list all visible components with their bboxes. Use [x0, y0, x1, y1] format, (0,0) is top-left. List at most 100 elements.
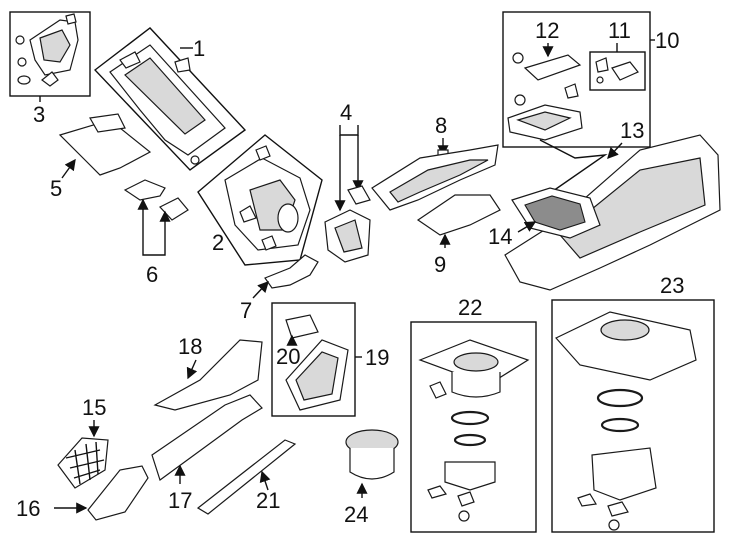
- callout-3: 3: [33, 102, 45, 127]
- leader-13: [607, 142, 623, 160]
- part-2-clip-a: [239, 205, 257, 223]
- part-6-clip-b: [159, 197, 189, 221]
- part-21-strip: [196, 439, 297, 515]
- part-3-clip: [17, 57, 27, 67]
- part-23-clip: [607, 501, 629, 517]
- callout-14: 14: [488, 224, 512, 249]
- part-13-strip: [539, 139, 608, 201]
- part-23-insert: [591, 447, 657, 501]
- callout-9: 9: [434, 252, 446, 277]
- part-22-bolt: [427, 485, 448, 499]
- callout-18: 18: [178, 334, 202, 359]
- part-5-bracket-arm: [89, 113, 126, 133]
- part-19-bin-inner: [295, 351, 339, 401]
- part-3-brace: [39, 29, 71, 63]
- callout-13: 13: [620, 118, 644, 143]
- part-19-frame: [271, 302, 356, 417]
- part-11-screw: [596, 76, 604, 84]
- part-1-tab: [119, 51, 141, 69]
- part-18-trim: [153, 339, 263, 411]
- part-22-bezel-hole: [453, 352, 499, 372]
- callout-21: 21: [256, 488, 280, 513]
- part-2-clip-c: [255, 145, 271, 161]
- part-11-clip: [595, 57, 609, 73]
- callout-17: 17: [168, 488, 192, 513]
- part-1-tab-b: [174, 57, 191, 73]
- leader-14: [517, 221, 537, 233]
- callout-19: 19: [365, 345, 389, 370]
- callout-4: 4: [340, 100, 352, 125]
- callout-23: 23: [660, 273, 684, 298]
- part-23-screw: [608, 519, 620, 531]
- callout-20: 20: [276, 344, 300, 369]
- leader-18: [186, 359, 198, 380]
- callout-12: 12: [535, 18, 559, 43]
- part-3-group: [9, 11, 91, 97]
- part-1-frame: [93, 27, 247, 171]
- part-1-rib: [124, 57, 206, 135]
- part-3-fastener: [17, 75, 31, 85]
- callout-7: 7: [240, 298, 252, 323]
- leader-4: [339, 125, 359, 136]
- part-12-screw-b: [514, 94, 526, 106]
- part-3-clip-c: [65, 13, 77, 25]
- part-23-bolt: [577, 493, 597, 507]
- part-1-group: [93, 27, 247, 171]
- part-6-clip-a: [123, 179, 166, 201]
- part-2-clip-b: [261, 235, 277, 251]
- part-4-face: [334, 219, 363, 253]
- leader-21: [259, 470, 271, 491]
- part-2-frame: [197, 134, 323, 266]
- part-4-clip: [347, 185, 371, 205]
- part-22-cup-body: [451, 372, 501, 398]
- part-7-bracket: [264, 254, 319, 289]
- callout-15: 15: [82, 395, 106, 420]
- part-3-frame: [9, 11, 91, 97]
- part-2-port: [277, 203, 299, 233]
- leader-5: [61, 158, 76, 179]
- part-24-holder-body: [349, 448, 395, 480]
- part-23-bezel: [555, 311, 697, 381]
- part-17-panel: [151, 394, 263, 481]
- callout-8: 8: [435, 113, 447, 138]
- part-12-lid: [523, 54, 582, 81]
- part-20-pad: [285, 314, 319, 339]
- part-22-ring-a: [450, 410, 490, 426]
- part-22-frame: [410, 321, 537, 533]
- part-2-group: [197, 134, 323, 266]
- part-23-bezel-hole: [600, 319, 650, 341]
- callout-10: 10: [655, 28, 679, 53]
- part-1-screw: [190, 155, 200, 165]
- part-22-ring-b: [453, 433, 487, 447]
- part-11-pad: [611, 61, 639, 81]
- leader-6: [142, 202, 166, 256]
- part-22-clip: [429, 381, 447, 399]
- callout-6: 6: [146, 262, 158, 287]
- part-3-clip-b: [41, 71, 59, 87]
- part-22-screw: [458, 510, 470, 522]
- part-10-tray-inner: [516, 111, 572, 131]
- leader-7: [252, 280, 269, 299]
- part-15-mesh-grid: [65, 441, 105, 485]
- part-3-screw: [15, 35, 25, 45]
- callout-11: 11: [608, 18, 631, 43]
- part-22-insert: [444, 461, 496, 491]
- part-12-screw-a: [512, 52, 524, 64]
- callout-2: 2: [212, 230, 224, 255]
- callout-5: 5: [50, 176, 62, 201]
- part-23-frame: [551, 299, 715, 533]
- part-10-frame: [502, 11, 651, 148]
- part-8-trim-face: [389, 159, 489, 203]
- callout-24: 24: [344, 502, 368, 527]
- callout-22: 22: [458, 295, 482, 320]
- part-23-ring-b: [600, 417, 640, 433]
- part-12-latch: [564, 83, 579, 99]
- part-console-frame-tunnel: [559, 157, 706, 259]
- callout-16: 16: [16, 496, 40, 521]
- part-16-cover: [87, 465, 149, 521]
- part-22-clip-b: [457, 491, 475, 507]
- part-23-ring-a: [596, 388, 644, 408]
- part-15-mesh: [57, 437, 109, 489]
- callout-1: 1: [193, 36, 205, 61]
